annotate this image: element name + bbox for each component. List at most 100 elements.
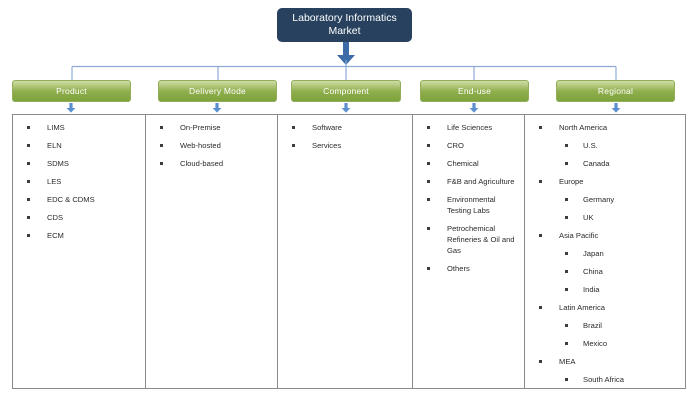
segment-subitem-label: Mexico [583, 339, 608, 348]
segment-subitem: China [525, 266, 685, 277]
segment-item-label: Europe [559, 177, 584, 186]
bullet-icon [539, 125, 542, 129]
segment-item-label: MEA [559, 357, 576, 366]
bullet-icon [27, 143, 30, 147]
segment-item: Cloud-based [146, 158, 277, 169]
bullet-icon [27, 215, 30, 219]
bullet-icon [565, 251, 568, 255]
header-down-arrow-icon [66, 103, 76, 113]
category-header-end-use[interactable]: End-use [420, 80, 529, 102]
bullet-icon [27, 125, 30, 129]
bullet-icon [539, 179, 542, 183]
bullet-icon [565, 215, 568, 219]
segment-subitem: U.S. [525, 140, 685, 151]
category-header-label: Product [56, 86, 87, 96]
category-header-regional[interactable]: Regional [556, 80, 675, 102]
bullet-icon [427, 161, 430, 165]
bullet-icon [160, 161, 163, 165]
category-header-label: Delivery Mode [189, 86, 246, 96]
header-down-arrow-icon [469, 103, 479, 113]
segment-item: Latin America [525, 302, 685, 313]
segment-subitem-label: Brazil [583, 321, 602, 330]
bullet-icon [565, 341, 568, 345]
segment-item: LIMS [13, 122, 145, 133]
bullet-icon [539, 305, 542, 309]
segment-item-label: Life Sciences [447, 123, 493, 132]
bullet-icon [427, 179, 430, 183]
segment-item: Web-hosted [146, 140, 277, 151]
connector-bus [71, 60, 617, 81]
segment-subitem: Mexico [525, 338, 685, 349]
segment-item: ELN [13, 140, 145, 151]
category-header-delivery-mode[interactable]: Delivery Mode [158, 80, 277, 102]
bullet-icon [539, 359, 542, 363]
segment-item-label: North America [559, 123, 608, 132]
bullet-icon [292, 125, 295, 129]
bullet-icon [565, 377, 568, 381]
bullet-icon [427, 266, 430, 270]
root-down-arrow-icon [337, 42, 355, 65]
bullet-icon [539, 233, 542, 237]
segment-item: Others [413, 263, 524, 274]
segment-subitem-label: Japan [583, 249, 604, 258]
segment-subitem: Brazil [525, 320, 685, 331]
segment-subitem: Germany [525, 194, 685, 205]
segment-item-label: Environmental Testing Labs [447, 195, 496, 215]
bullet-icon [27, 233, 30, 237]
bullet-icon [565, 143, 568, 147]
bullet-icon [160, 125, 163, 129]
bullet-icon [427, 143, 430, 147]
segment-subitem: South Africa [525, 374, 685, 385]
segment-subitem-label: China [583, 267, 603, 276]
bullet-icon [27, 197, 30, 201]
bullet-icon [427, 197, 430, 201]
segment-item-label: Web-hosted [180, 141, 221, 150]
bullet-icon [427, 226, 430, 230]
segment-item-label: Petrochemical Refineries & Oil and Gas [447, 224, 515, 255]
segment-subitem-label: Germany [583, 195, 615, 204]
root-title-box: Laboratory Informatics Market [277, 8, 412, 42]
segment-item: LES [13, 176, 145, 187]
bullet-icon [427, 125, 430, 129]
category-header-label: Regional [597, 86, 634, 96]
category-header-label: End-use [457, 86, 492, 96]
segment-item: Services [278, 140, 412, 151]
segment-item-label: Asia Pacific [559, 231, 599, 240]
segment-item-label: F&B and Agriculture [447, 177, 515, 186]
bullet-icon [27, 161, 30, 165]
bullet-icon [565, 161, 568, 165]
segment-item-label: CDS [47, 213, 64, 222]
segment-item: Asia Pacific [525, 230, 685, 241]
segment-item: Chemical [413, 158, 524, 169]
segment-item-label: Others [447, 264, 470, 273]
segment-item: Petrochemical Refineries & Oil and Gas [413, 223, 524, 256]
segment-item-label: Cloud-based [180, 159, 224, 168]
category-header-component[interactable]: Component [291, 80, 401, 102]
segment-item: Life Sciences [413, 122, 524, 133]
category-header-product[interactable]: Product [12, 80, 131, 102]
root-title-label: Laboratory Informatics Market [292, 12, 397, 37]
segment-item-label: ELN [47, 141, 62, 150]
segment-item: North America [525, 122, 685, 133]
segment-item: Software [278, 122, 412, 133]
segment-subitem-label: U.S. [583, 141, 598, 150]
category-header-label: Component [323, 86, 369, 96]
segment-item: Europe [525, 176, 685, 187]
segment-item-label: LES [47, 177, 62, 186]
header-down-arrow-icon [341, 103, 351, 113]
header-down-arrow-icon [611, 103, 621, 113]
segment-subitem-label: UK [583, 213, 594, 222]
segment-item-label: Services [312, 141, 342, 150]
segment-item-label: On-Premise [180, 123, 221, 132]
segment-item-label: EDC & CDMS [47, 195, 95, 204]
segment-item: Environmental Testing Labs [413, 194, 524, 216]
segment-subitem: UK [525, 212, 685, 223]
segment-subitem-label: Canada [583, 159, 610, 168]
